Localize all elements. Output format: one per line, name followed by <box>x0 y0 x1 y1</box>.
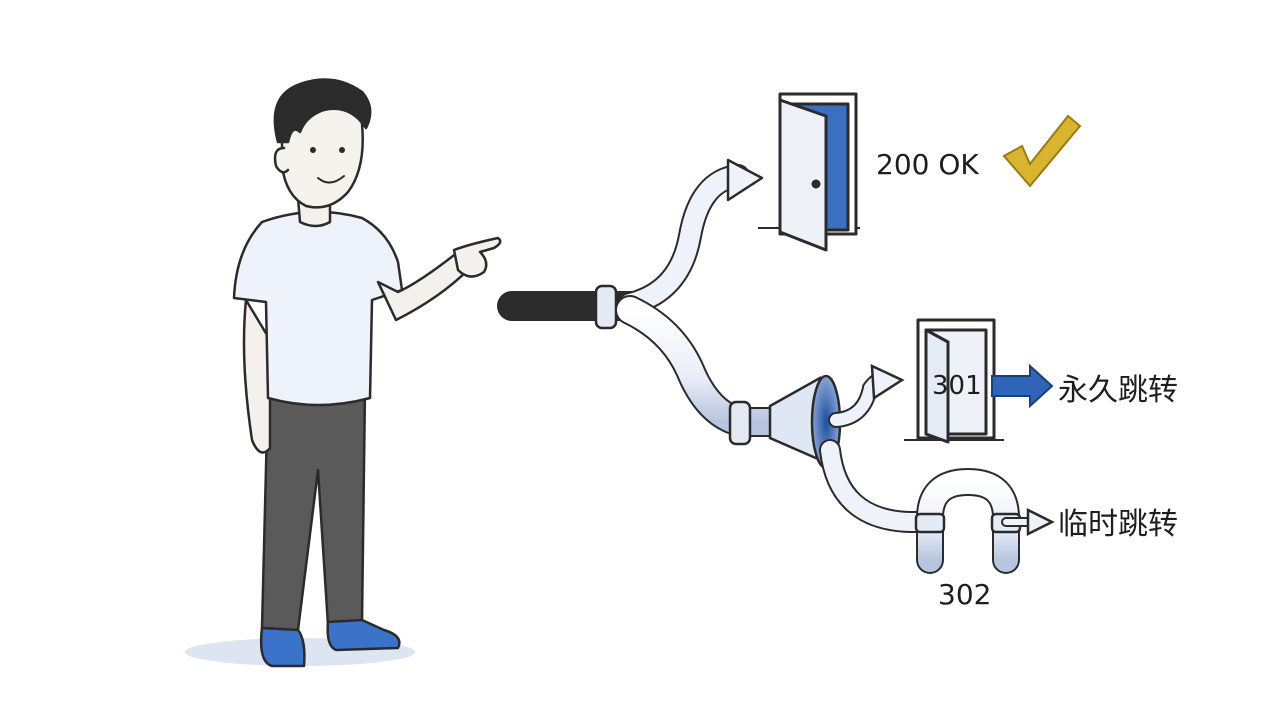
person-eye-right <box>339 147 345 153</box>
person-figure <box>232 78 502 668</box>
person-eye-left <box>310 147 316 153</box>
label-200-ok: 200 OK <box>876 148 979 181</box>
person-tshirt <box>232 210 404 407</box>
label-301-code: 301 <box>932 371 982 401</box>
person-hair <box>273 78 372 144</box>
person-smile <box>317 175 345 184</box>
u-bend-pipe-icon <box>914 467 1055 574</box>
person-left-arm <box>242 298 272 454</box>
pipe-coupling <box>594 284 618 330</box>
pipe-to-302 <box>819 439 941 533</box>
label-301-text: 永久跳转 <box>1058 373 1178 408</box>
arrow-to-301 <box>828 363 905 428</box>
door-open-icon <box>758 92 860 252</box>
pipe-system <box>497 158 805 446</box>
arrow-right-icon <box>991 363 1054 409</box>
checkmark-icon <box>1002 114 1082 188</box>
person-jeans <box>260 386 367 632</box>
person-left-shoe <box>259 626 306 668</box>
person-right-shoe <box>326 618 401 652</box>
person-pointing-hand <box>452 236 502 278</box>
label-302-text: 临时跳转 <box>1058 507 1178 542</box>
arrow-head-200 <box>726 158 764 202</box>
person-ear <box>273 146 290 174</box>
pipe-coupling-lower <box>728 400 752 446</box>
label-302-code: 302 <box>938 578 991 611</box>
